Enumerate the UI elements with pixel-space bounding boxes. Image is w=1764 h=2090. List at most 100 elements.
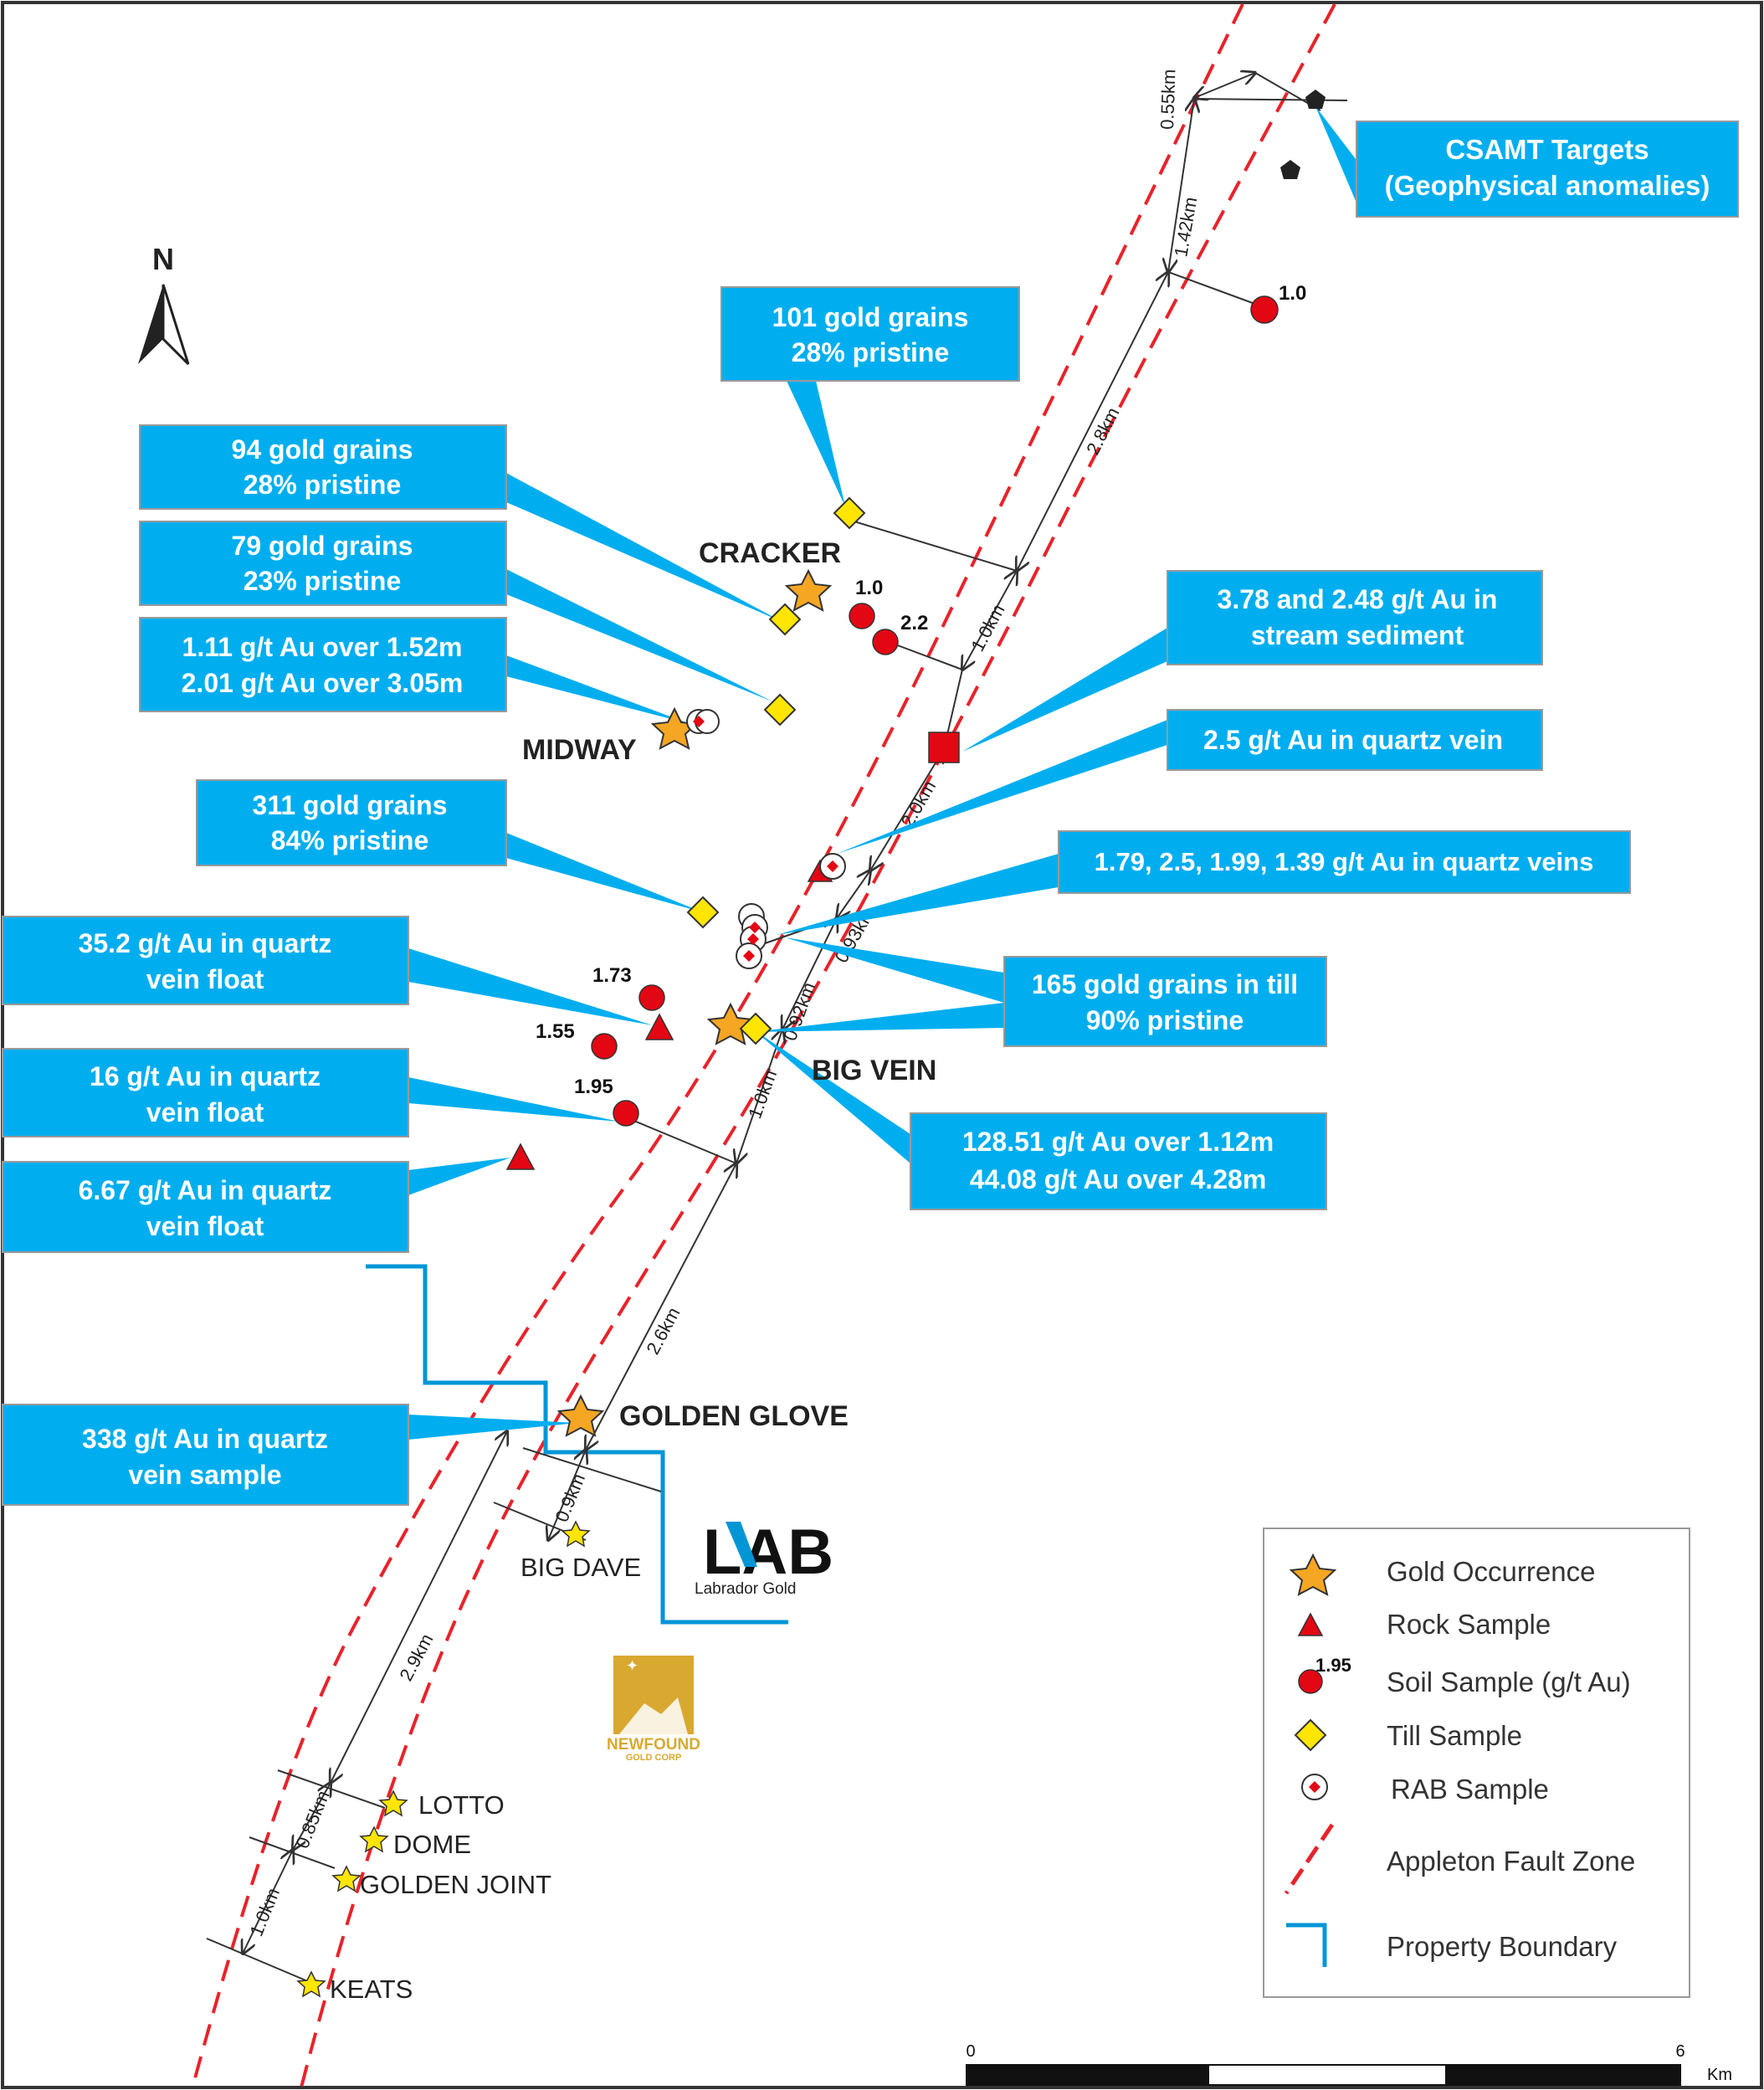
legend-label: Soil Sample (g/t Au) (1387, 1666, 1631, 1697)
callout-text: 94 gold grains (232, 434, 413, 465)
legend-soil-sample-icon (1298, 1669, 1323, 1694)
site-label-golden-joint: GOLDEN JOINT (360, 1870, 551, 1899)
legend-label: Gold Occurrence (1387, 1556, 1595, 1587)
callout-165-gold-grains: 165 gold grains in till 90% pristine (1003, 956, 1327, 1047)
property-boundary (366, 1264, 788, 1625)
soil-value: 1.73 (592, 964, 632, 987)
soil-value: 1.0 (1279, 282, 1306, 305)
soil-value: 1.95 (574, 1076, 613, 1098)
callout-text: 1.79, 2.5, 1.99, 1.39 g/t Au in quartz v… (1095, 847, 1594, 876)
rab-sample-icon (819, 853, 846, 880)
till-sample-icon (739, 1012, 772, 1045)
callout-text: vein float (146, 1211, 264, 1241)
site-label-midway: MIDWAY (522, 734, 637, 766)
newfound-logo-name: NEWFOUND (607, 1736, 700, 1754)
till-sample-icon (686, 896, 720, 929)
soil-value: 1.0 (855, 577, 883, 599)
callout-quartz-veins-values: 1.79, 2.5, 1.99, 1.39 g/t Au in quartz v… (1058, 830, 1631, 894)
site-label-keats: KEATS (330, 1974, 413, 2004)
callout-text: 84% pristine (271, 825, 429, 855)
rab-samples (686, 709, 846, 969)
callout-text: 101 gold grains (772, 302, 969, 332)
callout-101-gold-grains: 101 gold grains 28% pristine (720, 286, 1020, 382)
newfound-gold-logo: ✦ NEWFOUND GOLD CORP (607, 1656, 700, 1763)
soil-sample-icon (613, 1100, 639, 1127)
callout-text: 2.01 g/t Au over 3.05m (182, 668, 464, 698)
soil-sample-icon (849, 603, 875, 629)
callout-text: vein float (146, 1097, 264, 1127)
callout-311-gold-grains: 311 gold grains 84% pristine (196, 779, 507, 866)
soil-value: 1.55 (536, 1020, 575, 1043)
callout-csamt: CSAMT Targets (Geophysical anomalies) (1356, 121, 1739, 218)
till-sample-icon (763, 693, 797, 727)
legend-soil-example-value: 1.95 (1315, 1655, 1351, 1676)
gold-occurrence-icon (706, 1002, 755, 1045)
callout-text: 28% pristine (792, 337, 950, 367)
callout-text: 128.51 g/t Au over 1.12m (962, 1127, 1274, 1157)
scale-bar: 0 6 Km (966, 2042, 1732, 2086)
legend-label: Rock Sample (1387, 1609, 1551, 1640)
svg-text:✦: ✦ (626, 1657, 638, 1674)
site-label-big-dave: BIG DAVE (520, 1553, 641, 1582)
lab-logo-letters: LAB (703, 1517, 833, 1588)
callout-pointers (408, 106, 1356, 1440)
callout-128-51-g-t: 128.51 g/t Au over 1.12m 44.08 g/t Au ov… (910, 1112, 1327, 1210)
site-label-cracker: CRACKER (699, 537, 841, 569)
legend-rock-sample-icon (1297, 1612, 1324, 1636)
soil-value: 2.2 (900, 612, 928, 634)
gold-occurrence-icon (331, 1865, 362, 1892)
callout-text: 90% pristine (1086, 1005, 1244, 1035)
till-sample-icon (768, 603, 802, 636)
callout-94-gold-grains: 94 gold grains 28% pristine (139, 424, 507, 510)
soil-sample-icon (1250, 295, 1279, 324)
callout-text: 28% pristine (244, 470, 402, 500)
small-gold-occurrences (296, 1520, 591, 1998)
legend-label: RAB Sample (1391, 1774, 1549, 1805)
callout-text: CSAMT Targets (1445, 134, 1649, 165)
till-samples (686, 496, 866, 1045)
callout-35-2-vein-float: 35.2 g/t Au in quartz vein float (2, 916, 409, 1005)
gold-occurrence-icon (378, 1790, 408, 1817)
north-arrow: N (138, 242, 190, 366)
site-label-dome: DOME (393, 1830, 471, 1859)
callout-2-5-quartz-vein: 2.5 g/t Au in quartz vein (1167, 709, 1543, 771)
distance-label: 0.55km (1156, 69, 1180, 130)
callout-text: 3.78 and 2.48 g/t Au in (1218, 584, 1498, 614)
callout-text: 79 gold grains (232, 531, 413, 561)
site-label-lotto: LOTTO (418, 1790, 505, 1820)
soil-values: 1.0 1.0 2.2 1.73 1.55 1.95 (536, 282, 1306, 1098)
gold-occurrence-icon (296, 1970, 326, 1998)
legend-rab-sample-icon (1301, 1774, 1328, 1800)
scale-unit: Km (1707, 2066, 1732, 2084)
csamt-target-icon (1305, 90, 1326, 109)
gold-occurrence-icon (561, 1520, 591, 1548)
callout-79-gold-grains: 79 gold grains 23% pristine (139, 521, 507, 606)
legend-label: Appleton Fault Zone (1387, 1846, 1635, 1877)
rock-sample-icon (644, 1013, 674, 1040)
csamt-target-icon (1280, 160, 1300, 179)
callout-text: 16 g/t Au in quartz (90, 1061, 320, 1091)
rab-sample-icon (736, 903, 768, 969)
site-label-golden-glove: GOLDEN GLOVE (619, 1400, 849, 1432)
callout-text: vein float (146, 964, 264, 994)
callout-text: 6.67 g/t Au in quartz (79, 1175, 332, 1205)
callout-text: 311 gold grains (253, 790, 448, 820)
callout-338-vein-sample: 338 g/t Au in quartz vein sample (2, 1404, 409, 1506)
gold-occurrence-icon (784, 568, 833, 612)
newfound-logo-sub: GOLD CORP (626, 1753, 682, 1763)
labrador-gold-logo: LAB Labrador Gold (695, 1517, 833, 1598)
callout-text: 2.5 g/t Au in quartz vein (1203, 725, 1503, 755)
scale-start: 0 (966, 2042, 975, 2061)
callout-text: 23% pristine (244, 566, 402, 596)
callout-16-vein-float: 16 g/t Au in quartz vein float (2, 1048, 409, 1137)
lab-logo-name: Labrador Gold (695, 1580, 796, 1598)
callout-text: vein sample (128, 1460, 281, 1490)
legend-label: Property Boundary (1387, 1931, 1618, 1962)
callout-text: 44.08 g/t Au over 4.28m (970, 1164, 1267, 1194)
north-label: N (152, 242, 174, 276)
callout-3-78-stream-sediment: 3.78 and 2.48 g/t Au in stream sediment (1167, 570, 1543, 665)
callout-6-67-vein-float: 6.67 g/t Au in quartz vein float (2, 1161, 409, 1253)
soil-sample-icon (872, 629, 899, 655)
legend-label: Till Sample (1387, 1720, 1522, 1751)
